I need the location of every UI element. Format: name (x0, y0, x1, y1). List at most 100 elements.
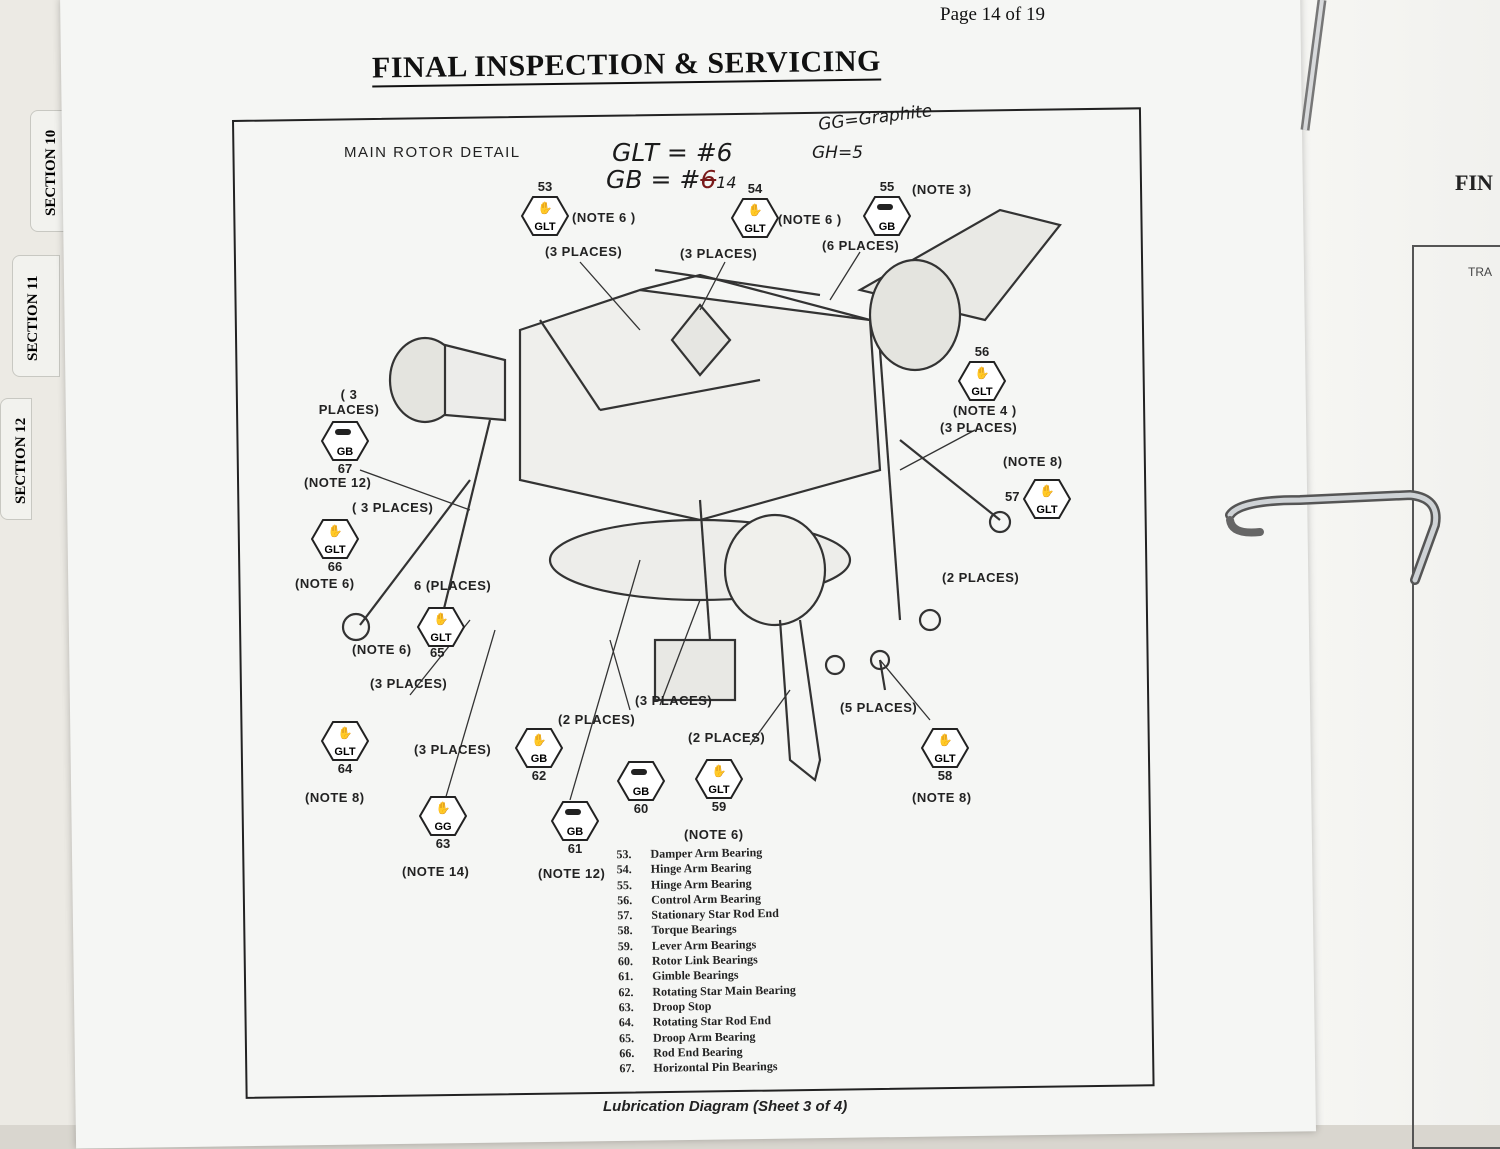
callout-54-places: (3 PLACES) (680, 246, 758, 261)
svg-text:GB: GB (879, 221, 896, 233)
section-tab-12[interactable]: SECTION 12 (0, 398, 32, 520)
handwritten-gb: GB = #614 (606, 165, 737, 194)
right-page-box-text: TRA (1468, 265, 1492, 279)
svg-text:GLT: GLT (534, 221, 555, 233)
svg-text:GLT: GLT (708, 784, 729, 796)
hand-icon: ✋GLT (958, 360, 1006, 401)
svg-text:GB: GB (337, 446, 354, 458)
hand-icon: ✋ GLT (311, 519, 359, 559)
svg-text:GLT: GLT (1036, 504, 1057, 516)
callout-number: 59 (711, 799, 727, 814)
hand-icon: ✋ GLT (417, 607, 465, 647)
callout-54-note: (NOTE 6 ) (778, 212, 842, 227)
svg-text:✋: ✋ (938, 733, 953, 747)
callout-number: 60 (633, 801, 649, 816)
svg-text:✋: ✋ (338, 726, 353, 740)
callout-64-places: (3 PLACES) (370, 676, 448, 691)
leader-lines (359, 251, 976, 801)
hand-icon: ✋GLT (1023, 479, 1071, 519)
callout-66-places: ( 3 PLACES) (352, 500, 434, 515)
callout-56-places: (3 PLACES) (940, 420, 1018, 435)
callout-66[interactable]: ✋ GLT 66 (308, 518, 362, 575)
svg-text:GLT: GLT (324, 544, 345, 556)
callout-57-note: (NOTE 8) (1003, 454, 1063, 469)
right-page-title: FIN (1455, 170, 1493, 195)
callout-54[interactable]: 54 ✋ GLT (728, 181, 782, 239)
svg-text:GB: GB (567, 826, 584, 838)
svg-text:✋: ✋ (436, 801, 451, 815)
hand-icon: ✋ GG (419, 796, 467, 836)
callout-62[interactable]: ✋ GB 62 (512, 727, 566, 784)
svg-text:✋: ✋ (434, 612, 449, 626)
callout-58-places: (5 PLACES) (840, 700, 918, 715)
callout-55-places: (6 PLACES) (822, 238, 900, 253)
callout-61[interactable]: GB 61 (548, 800, 602, 857)
detail-title: MAIN ROTOR DETAIL (344, 144, 521, 161)
rotor-hub-assembly (341, 208, 1062, 782)
callout-62-places: (2 PLACES) (558, 712, 636, 727)
callout-number: 62 (531, 768, 547, 783)
callout-number: 53 (537, 179, 553, 194)
svg-text:GB: GB (633, 786, 650, 798)
svg-text:✋: ✋ (532, 733, 547, 747)
callout-56-note: (NOTE 4 ) (953, 403, 1017, 418)
callout-number: 56 (974, 344, 990, 359)
svg-text:GLT: GLT (430, 632, 451, 644)
svg-text:✋: ✋ (712, 764, 727, 778)
callout-53[interactable]: 53 ✋ GLT (518, 179, 572, 237)
callout-number: 61 (567, 841, 583, 856)
page-number: Page 14 of 19 (940, 4, 1046, 25)
callout-61-note: (NOTE 12) (538, 866, 606, 881)
hand-icon: ✋ GLT (695, 759, 743, 799)
grease-gun-icon: GB (551, 801, 599, 841)
callout-64[interactable]: ✋GLT 64 (318, 720, 372, 777)
callout-66-note: (NOTE 6) (295, 576, 355, 591)
callout-57[interactable]: 57 ✋GLT (1003, 478, 1075, 520)
svg-text:GLT: GLT (744, 223, 765, 235)
binder-ring-icon (1225, 0, 1441, 585)
callout-64-note: (NOTE 8) (305, 790, 365, 805)
callout-55[interactable]: 55 GB (860, 179, 914, 237)
callout-67-places: ( 3 PLACES) (318, 387, 380, 417)
svg-text:✋: ✋ (538, 201, 553, 215)
hand-icon: ✋ GLT (521, 195, 569, 236)
callout-60-places: (3 PLACES) (635, 693, 713, 708)
callout-67-note: (NOTE 12) (304, 475, 372, 490)
svg-text:GG: GG (434, 821, 451, 833)
hand-icon: ✋ GB (515, 728, 563, 768)
callout-number: 66 (327, 559, 343, 574)
callout-58-note: (NOTE 8) (912, 790, 972, 805)
callout-number: 57 (1005, 489, 1020, 504)
handwritten-gh: GH=5 (812, 143, 864, 163)
callout-number: 64 (337, 761, 353, 776)
callout-60[interactable]: GB 60 (614, 760, 668, 817)
svg-text:✋: ✋ (328, 524, 343, 538)
callout-number: 67 (337, 461, 353, 476)
callout-63[interactable]: ✋GG 63 (416, 795, 470, 852)
rotor-hub-drawing (341, 208, 1062, 801)
svg-text:GLT: GLT (934, 753, 955, 765)
two-places-right-label: (2 PLACES) (942, 570, 1020, 585)
hand-icon: ✋ GLT (731, 197, 779, 238)
callout-number: 54 (747, 181, 763, 196)
svg-text:GB: GB (531, 753, 548, 765)
callout-67[interactable]: GB 67 (318, 420, 372, 477)
callout-56[interactable]: 56 ✋GLT (955, 344, 1009, 402)
callout-59-places: (2 PLACES) (688, 730, 766, 745)
callout-65[interactable]: ✋GLT 65 (414, 606, 468, 660)
hand-icon: ✋ GLT (921, 728, 969, 768)
callout-65-note: (NOTE 6) (352, 642, 412, 657)
section-tab-11[interactable]: SECTION 11 (12, 255, 60, 377)
callout-63-places: (3 PLACES) (414, 742, 492, 757)
callout-58[interactable]: ✋ GLT 58 (918, 727, 972, 784)
diagram-caption: Lubrication Diagram (Sheet 3 of 4) (603, 1098, 848, 1115)
callout-59-note: (NOTE 6) (684, 827, 744, 842)
callout-number: 58 (937, 768, 953, 783)
grease-gun-icon: GB (321, 421, 369, 461)
callout-59[interactable]: ✋ GLT 59 (692, 758, 746, 815)
svg-text:GLT: GLT (971, 386, 992, 398)
svg-text:✋: ✋ (748, 203, 763, 217)
handwritten-glt: GLT = #6 (612, 138, 733, 167)
callout-number: 55 (879, 179, 895, 194)
hand-icon: ✋GLT (321, 721, 369, 761)
